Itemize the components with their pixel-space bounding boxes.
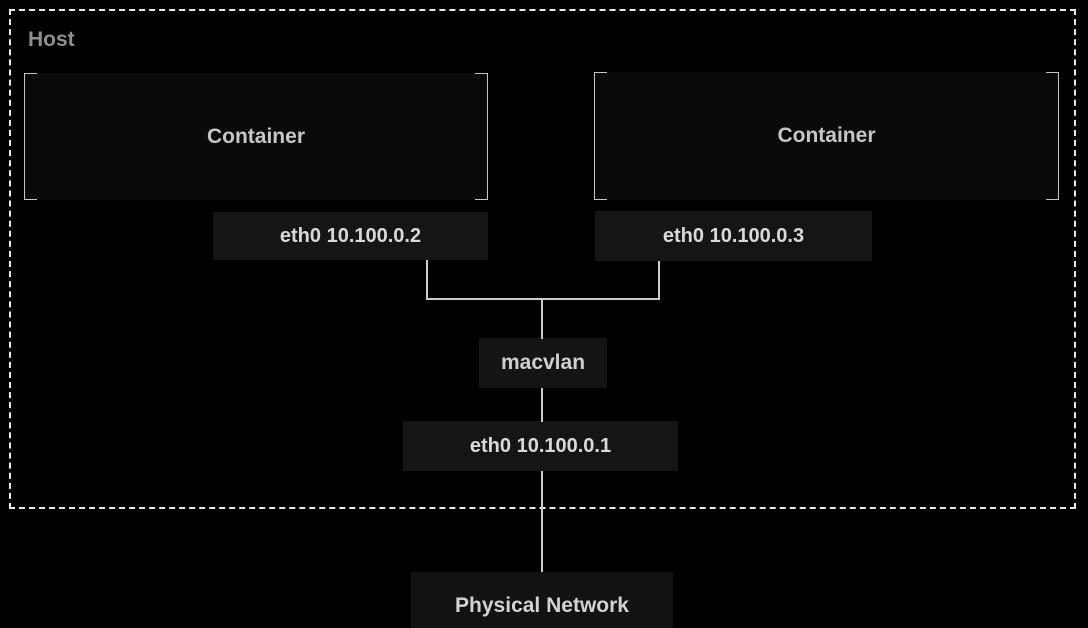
right-bracket-decoration [1046,72,1059,200]
edge-container-right-to-join [658,261,660,299]
macvlan-node: macvlan [479,338,607,388]
container-right-label: Container [777,124,876,147]
eth0-node-container-right: eth0 10.100.0.3 [595,211,872,261]
edge-join-horizontal [426,298,660,300]
container-node-left: Container [24,73,488,200]
host-cluster-box [9,9,1076,509]
left-bracket-decoration [24,73,37,200]
host-cluster-label: Host [28,28,75,51]
physical-network-node: Physical Network [411,572,673,628]
edge-macvlan-to-eth0-host [541,388,543,422]
container-left-label: Container [206,124,305,148]
edge-container-left-to-join [426,260,428,299]
right-bracket-decoration [475,73,488,200]
edge-join-to-macvlan [541,298,543,339]
left-bracket-decoration [594,72,607,200]
eth0-node-container-left: eth0 10.100.0.2 [213,212,488,260]
edge-eth0-host-to-physical-network [541,471,543,572]
container-node-right: Container [594,72,1059,200]
eth0-node-host: eth0 10.100.0.1 [403,421,678,471]
